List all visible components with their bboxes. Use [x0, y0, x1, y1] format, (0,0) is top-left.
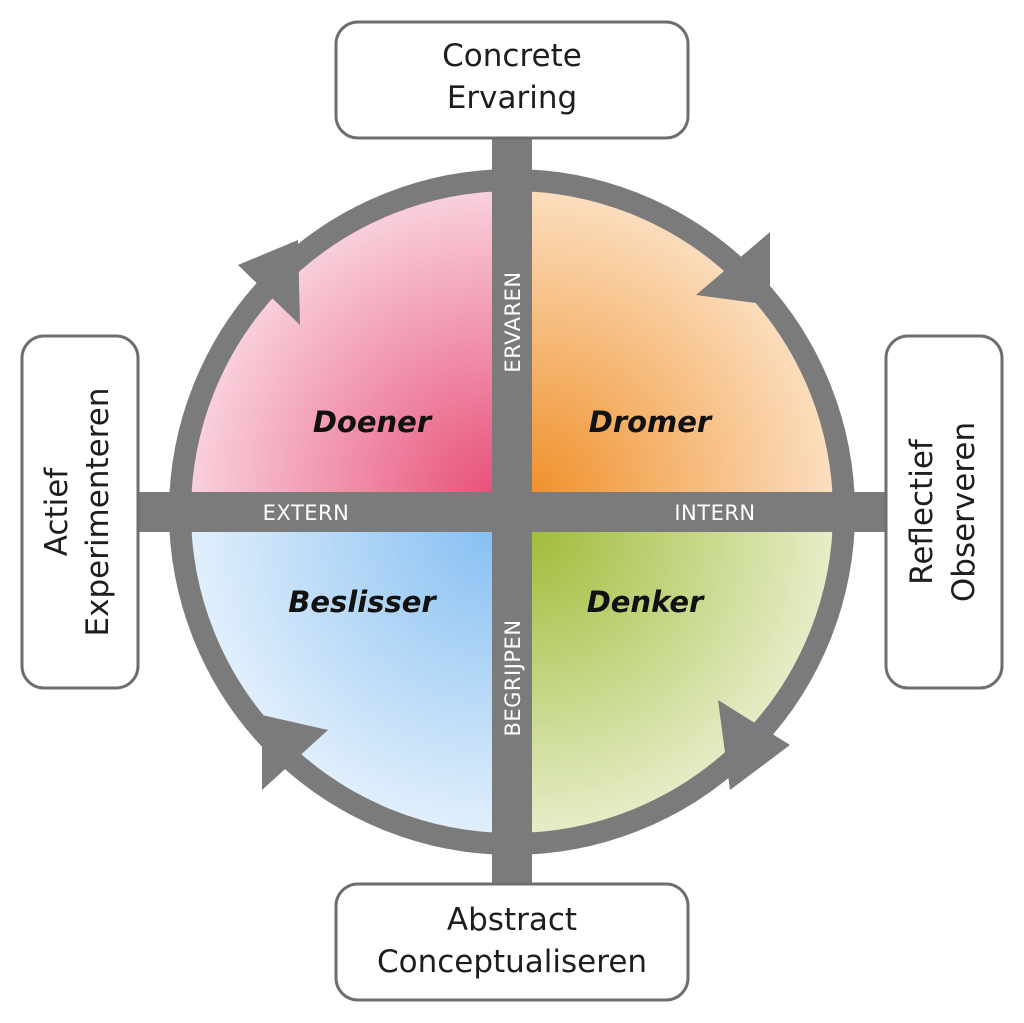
- quadrant-label-doener: Doener: [313, 405, 433, 439]
- box-actief-experimenteren: Actief Experimenteren: [20, 334, 140, 690]
- box-abstract-conceptualiseren: Abstract Conceptualiseren: [334, 882, 690, 1002]
- box-top-line2: Ervaring: [447, 80, 577, 116]
- box-top-line1: Concrete: [442, 38, 582, 74]
- quadrant-doener: [180, 180, 512, 512]
- box-left-line2: Experimenteren: [80, 388, 116, 637]
- quadrant-denker: [512, 512, 844, 844]
- axis-label-begrijpen: BEGRIJPEN: [501, 619, 525, 736]
- horizontal-axis-bar: [120, 492, 910, 532]
- axis-label-extern: EXTERN: [263, 501, 350, 525]
- arrow-bottom-right-icon: [718, 700, 790, 790]
- arrow-top-right-icon: [696, 232, 770, 305]
- arrow-top-left-icon: [238, 240, 300, 325]
- box-concrete-ervaring: Concrete Ervaring: [334, 20, 690, 140]
- axis-label-intern: INTERN: [674, 501, 755, 525]
- box-left-line1: Actief: [39, 467, 75, 557]
- box-reflectief-observeren: Reflectief Observeren: [884, 334, 1004, 690]
- quadrant-label-dromer: Dromer: [589, 405, 713, 439]
- quadrant-label-beslisser: Beslisser: [288, 585, 437, 619]
- box-right-line2: Observeren: [946, 422, 982, 602]
- box-right-line1: Reflectief: [904, 438, 940, 585]
- arrow-bottom-left-icon: [262, 715, 328, 790]
- quadrant-dromer: [512, 180, 844, 512]
- box-bottom-line2: Conceptualiseren: [377, 944, 647, 980]
- quadrant-beslisser: [180, 512, 512, 844]
- quadrant-label-denker: Denker: [587, 585, 705, 619]
- axis-label-ervaren: ERVAREN: [501, 271, 525, 372]
- box-bottom-line1: Abstract: [447, 902, 577, 938]
